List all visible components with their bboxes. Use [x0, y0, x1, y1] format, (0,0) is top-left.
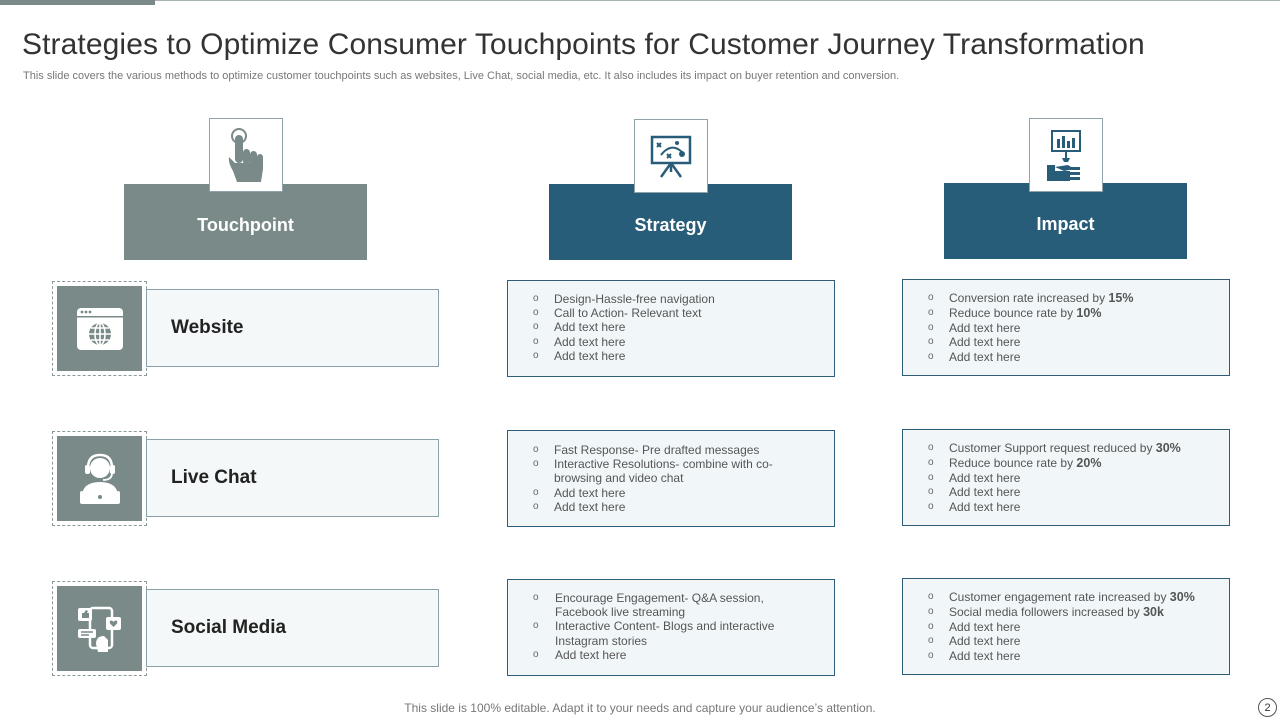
- strategy-box-live-chat: Fast Response- Pre drafted messages Inte…: [507, 430, 835, 527]
- header-touchpoint: Touchpoint: [124, 184, 367, 260]
- impact-item: Add text here: [913, 485, 1217, 499]
- impact-item: Conversion rate increased by 15%: [913, 291, 1217, 305]
- impact-value: 15%: [1108, 291, 1134, 305]
- strategy-item: Add text here: [518, 349, 822, 363]
- impact-list: Customer Support request reduced by 30% …: [913, 441, 1217, 515]
- strategy-item: Add text here: [518, 648, 812, 662]
- touchpoint-label: Social Media: [171, 617, 287, 638]
- touchpoint-label: Website: [171, 317, 244, 338]
- touchpoint-label: Live Chat: [171, 467, 257, 488]
- browser-globe-icon: [57, 286, 142, 371]
- impact-item: Reduce bounce rate by 20%: [913, 456, 1217, 470]
- strategy-item: Encourage Engagement- Q&A session, Faceb…: [518, 591, 812, 619]
- impact-item: Add text here: [913, 321, 1217, 335]
- social-media-icon-frame: [52, 581, 147, 676]
- impact-value: 30%: [1155, 441, 1181, 455]
- impact-item: Customer Support request reduced by 30%: [913, 441, 1217, 455]
- top-rule: [155, 0, 1280, 1]
- strategy-list: Design-Hassle-free navigation Call to Ac…: [518, 292, 822, 363]
- header-strategy-label: Strategy: [634, 214, 707, 235]
- strategy-item: Add text here: [518, 500, 812, 514]
- live-chat-icon-frame: [52, 431, 147, 526]
- support-agent-icon: [57, 436, 142, 521]
- strategy-item: Add text here: [518, 486, 812, 500]
- impact-item: Reduce bounce rate by 10%: [913, 306, 1217, 320]
- header-touchpoint-label: Touchpoint: [197, 214, 294, 235]
- top-accent-bar: [0, 0, 155, 5]
- strategy-item: Interactive Resolutions- combine with co…: [518, 457, 812, 485]
- strategy-box-website: Design-Hassle-free navigation Call to Ac…: [507, 280, 835, 377]
- footer-note: This slide is 100% editable. Adapt it to…: [404, 701, 876, 715]
- impact-list: Conversion rate increased by 15% Reduce …: [913, 291, 1217, 365]
- impact-item: Add text here: [913, 350, 1217, 364]
- strategy-box-social-media: Encourage Engagement- Q&A session, Faceb…: [507, 579, 835, 676]
- impact-value: 30%: [1169, 590, 1195, 604]
- strategy-item: Add text here: [518, 320, 822, 334]
- impact-presentation-icon: [1029, 118, 1103, 192]
- touchpoint-live-chat: Live Chat: [146, 439, 439, 517]
- social-phone-icon: [57, 586, 142, 671]
- header-strategy: Strategy: [549, 184, 792, 260]
- strategy-item: Call to Action- Relevant text: [518, 306, 822, 320]
- impact-value: 10%: [1076, 305, 1102, 320]
- touch-hand-icon: [209, 118, 283, 192]
- impact-item: Add text here: [913, 471, 1217, 485]
- impact-list: Customer engagement rate increased by 30…: [913, 590, 1217, 664]
- impact-value: 30k: [1143, 604, 1164, 619]
- impact-item: Social media followers increased by 30k: [913, 605, 1217, 619]
- strategy-item: Fast Response- Pre drafted messages: [518, 443, 812, 457]
- impact-item: Customer engagement rate increased by 30…: [913, 590, 1217, 604]
- slide-subtitle: This slide covers the various methods to…: [23, 70, 900, 82]
- impact-box-social-media: Customer engagement rate increased by 30…: [902, 578, 1230, 675]
- website-icon-frame: [52, 281, 147, 376]
- impact-box-website: Conversion rate increased by 15% Reduce …: [902, 279, 1230, 376]
- impact-value: 20%: [1076, 455, 1102, 470]
- impact-item: Add text here: [913, 500, 1217, 514]
- impact-item: Add text here: [913, 335, 1217, 349]
- header-impact: Impact: [944, 183, 1187, 259]
- strategy-list: Encourage Engagement- Q&A session, Faceb…: [518, 591, 822, 662]
- impact-item: Add text here: [913, 634, 1217, 648]
- impact-box-live-chat: Customer Support request reduced by 30% …: [902, 429, 1230, 526]
- header-impact-label: Impact: [1036, 213, 1095, 234]
- strategy-list: Fast Response- Pre drafted messages Inte…: [518, 443, 822, 514]
- slide-title: Strategies to Optimize Consumer Touchpoi…: [22, 28, 1145, 61]
- impact-item: Add text here: [913, 620, 1217, 634]
- strategy-item: Add text here: [518, 335, 822, 349]
- page-number: 2: [1258, 698, 1277, 717]
- strategy-board-icon: [634, 119, 708, 193]
- strategy-item: Interactive Content- Blogs and interacti…: [518, 619, 812, 647]
- touchpoint-website: Website: [146, 289, 439, 367]
- impact-item: Add text here: [913, 649, 1217, 663]
- touchpoint-social-media: Social Media: [146, 589, 439, 667]
- strategy-item: Design-Hassle-free navigation: [518, 292, 822, 306]
